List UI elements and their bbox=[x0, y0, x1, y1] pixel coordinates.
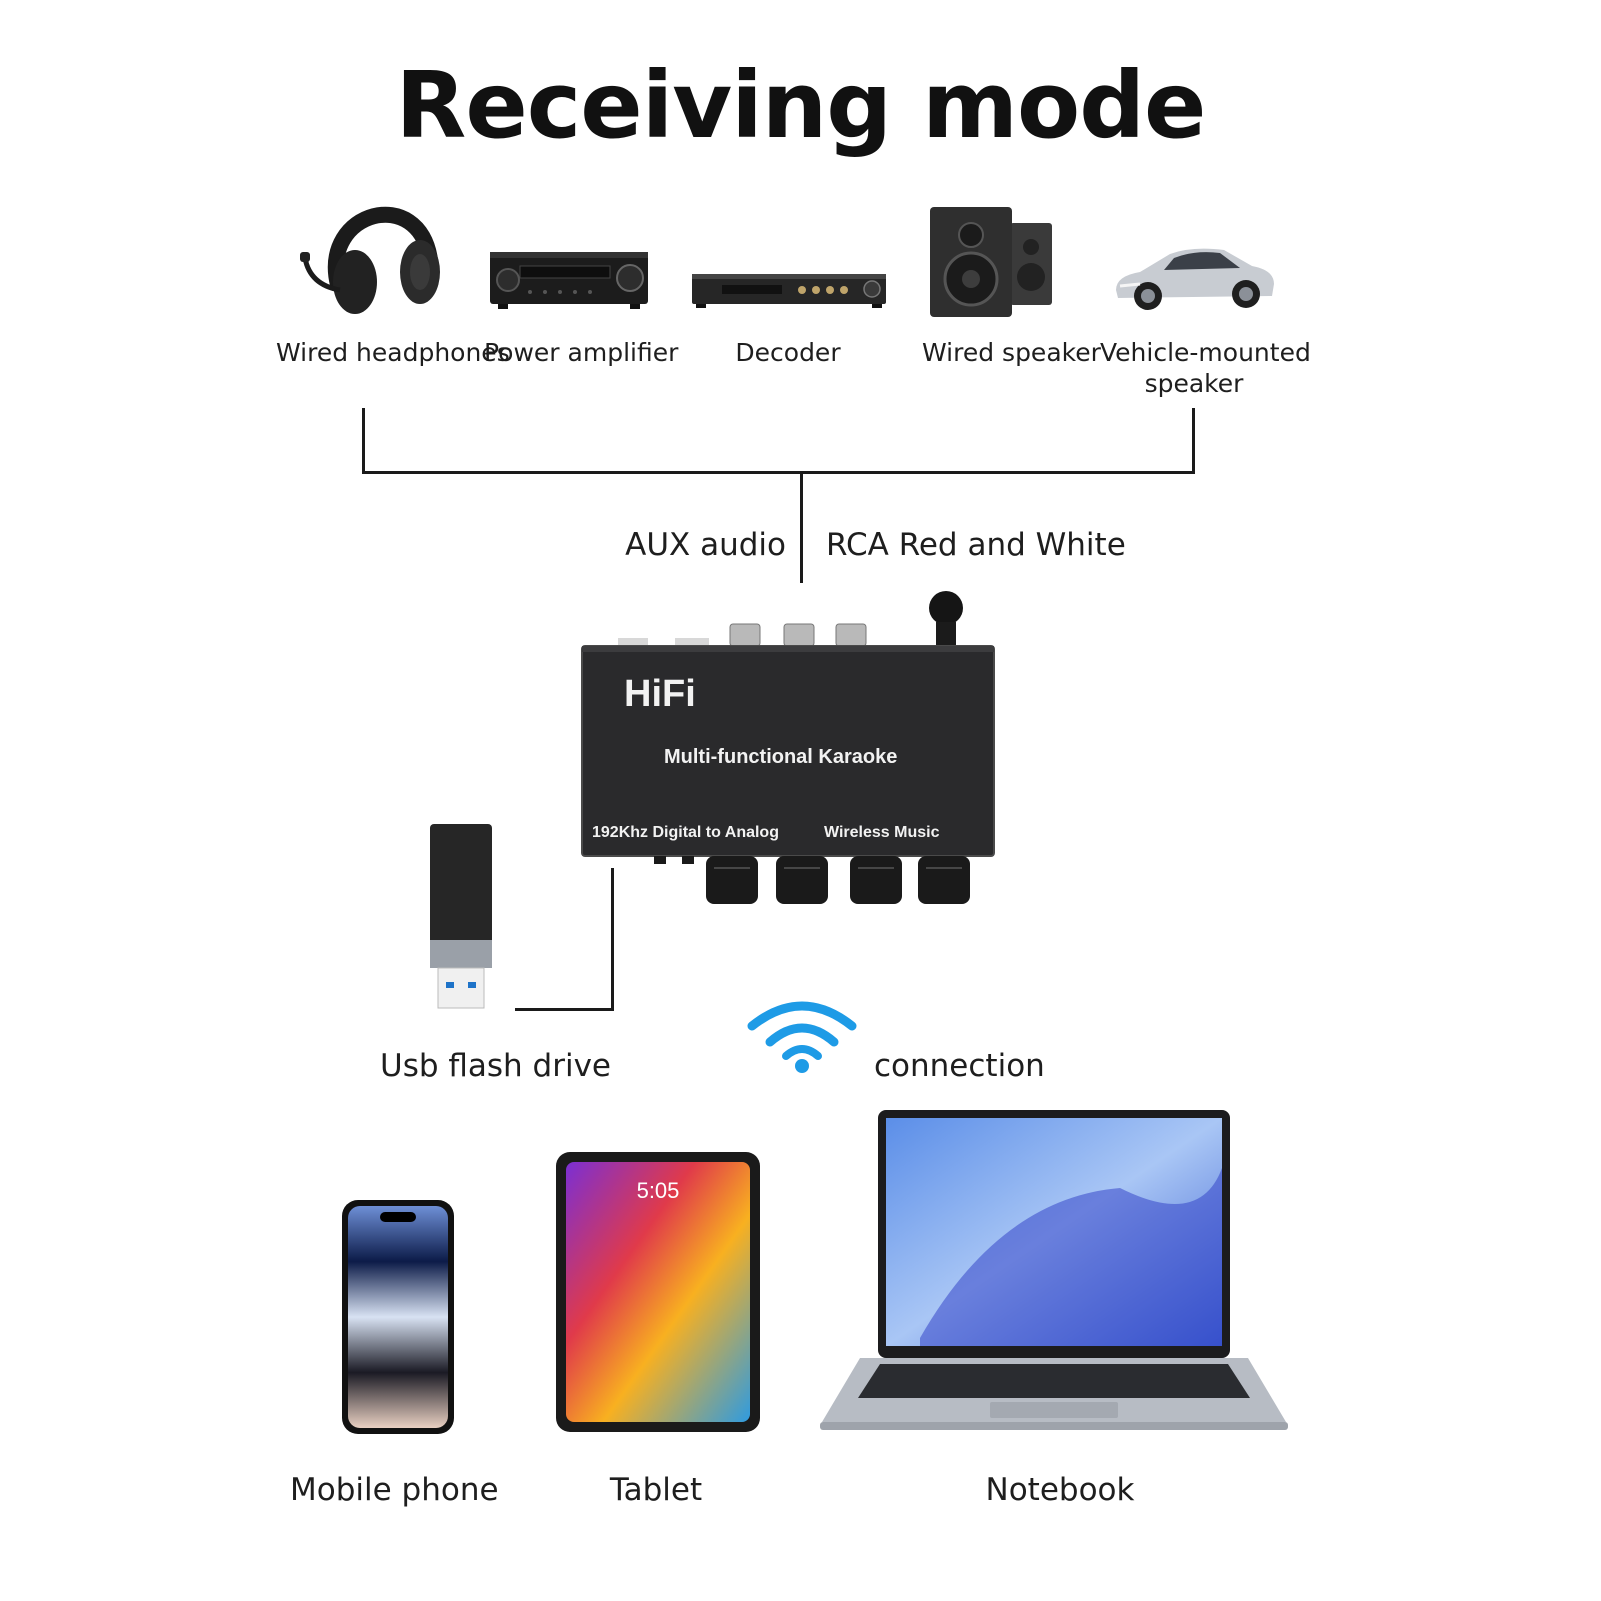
device-spec-left: 192Khz Digital to Analog bbox=[592, 824, 779, 841]
bracket-left-vertical bbox=[362, 408, 365, 474]
output-label-vehicle-line2: speaker bbox=[1144, 369, 1244, 398]
wifi-icon bbox=[747, 1001, 857, 1073]
page-title: Receiving mode bbox=[395, 52, 1207, 159]
smartphone-icon bbox=[342, 1200, 454, 1434]
speaker-icon bbox=[930, 207, 1052, 317]
output-label-speaker: Wired speaker bbox=[922, 338, 1101, 367]
tablet-screen-time: 5:05 bbox=[637, 1178, 680, 1203]
rca-label: RCA Red and White bbox=[826, 527, 1126, 563]
usb-line-horizontal bbox=[515, 1008, 614, 1011]
laptop-icon bbox=[820, 1110, 1288, 1430]
power-amplifier-icon bbox=[490, 252, 648, 309]
hifi-device: HiFi Multi-functional Karaoke 192Khz Dig… bbox=[581, 591, 995, 904]
device-brand: HiFi bbox=[624, 673, 696, 715]
decoder-icon bbox=[692, 274, 886, 308]
usb-flash-drive-label: Usb flash drive bbox=[380, 1048, 612, 1084]
device-subtitle: Multi-functional Karaoke bbox=[664, 746, 897, 768]
headphones-icon bbox=[300, 206, 440, 314]
output-label-headphones: Wired headphones bbox=[276, 338, 510, 367]
wireless-connection-label: connection bbox=[874, 1048, 1045, 1084]
usb-line-vertical bbox=[611, 868, 614, 1011]
source-label-tablet: Tablet bbox=[609, 1472, 703, 1508]
source-label-mobile-phone: Mobile phone bbox=[290, 1472, 499, 1508]
bracket-horizontal bbox=[362, 471, 1195, 474]
output-label-vehicle-line1: Vehicle-mounted bbox=[1100, 338, 1311, 367]
bracket-stem bbox=[800, 471, 803, 583]
bracket-right-vertical bbox=[1192, 408, 1195, 474]
output-label-amplifier: Power amplifier bbox=[484, 338, 679, 367]
device-spec-right: Wireless Music bbox=[824, 824, 940, 841]
output-label-decoder: Decoder bbox=[735, 338, 841, 367]
aux-audio-label: AUX audio bbox=[625, 527, 786, 563]
tablet-icon: 5:05 bbox=[556, 1152, 760, 1432]
source-label-notebook: Notebook bbox=[985, 1472, 1135, 1508]
usb-flash-drive-icon bbox=[430, 824, 492, 1009]
car-icon bbox=[1116, 248, 1274, 310]
